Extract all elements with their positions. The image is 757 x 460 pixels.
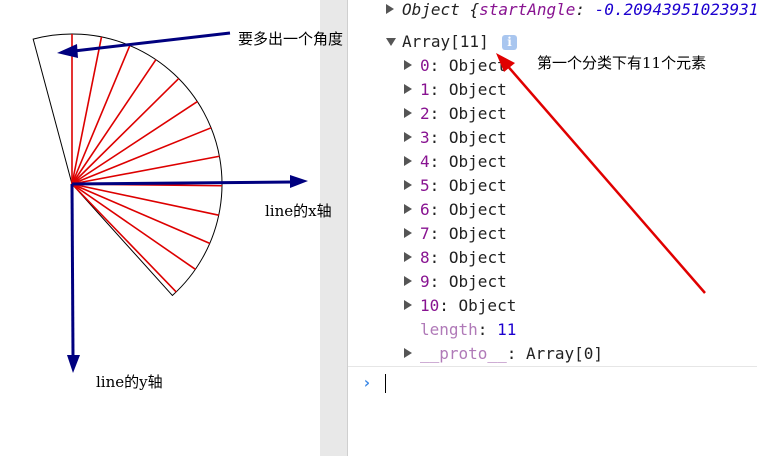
collapse-triangle-icon[interactable] xyxy=(386,38,396,46)
object-preview: Object {startAngle: -0.20943951023931 xyxy=(402,0,757,22)
item-value: Object xyxy=(448,104,507,123)
item-sep: : xyxy=(429,104,449,123)
proto-value: Array[0] xyxy=(525,344,604,363)
item-value: Object xyxy=(448,176,507,195)
object-open-brace: { xyxy=(469,0,480,19)
item-sep: : xyxy=(429,224,449,243)
expand-triangle-icon[interactable] xyxy=(404,132,412,142)
item-value: Object xyxy=(448,272,507,291)
spoke-line xyxy=(71,100,198,185)
expand-triangle-icon[interactable] xyxy=(386,4,394,14)
length-value: 11 xyxy=(497,320,517,339)
item-sep: : xyxy=(429,200,449,219)
expand-triangle-icon[interactable] xyxy=(404,60,412,70)
sector-diagram xyxy=(32,33,308,373)
pane-splitter[interactable] xyxy=(320,0,347,456)
item-index: 7 xyxy=(420,224,430,243)
item-sep: : xyxy=(439,296,459,315)
item-sep: : xyxy=(429,80,449,99)
spoke-line xyxy=(71,183,196,270)
x-axis-arrowhead xyxy=(290,175,308,188)
proto-sep: : xyxy=(506,344,526,363)
item-value: Object xyxy=(448,248,507,267)
object-value: -0.20943951023931 xyxy=(594,0,757,19)
annotation-y-axis: line的y轴 xyxy=(96,373,163,391)
console-input[interactable]: › xyxy=(348,366,757,457)
expand-triangle-icon[interactable] xyxy=(404,252,412,262)
expand-triangle-icon[interactable] xyxy=(404,204,412,214)
spoke-line xyxy=(71,127,212,185)
expand-triangle-icon[interactable] xyxy=(404,108,412,118)
expand-triangle-icon[interactable] xyxy=(404,300,412,310)
item-index: 4 xyxy=(420,152,430,171)
object-key: startAngle xyxy=(479,0,576,19)
item-sep: : xyxy=(429,248,449,267)
item-value: Object xyxy=(458,296,517,315)
item-value: Object xyxy=(448,152,507,171)
item-value: Object xyxy=(448,56,507,75)
spoke-line xyxy=(71,77,180,185)
item-sep: : xyxy=(429,56,449,75)
item-index: 9 xyxy=(420,272,430,291)
item-index: 5 xyxy=(420,176,430,195)
spoke-line xyxy=(71,36,103,185)
item-value: Object xyxy=(448,200,507,219)
expand-triangle-icon[interactable] xyxy=(404,348,412,358)
expand-triangle-icon[interactable] xyxy=(404,276,412,286)
item-index: 3 xyxy=(420,128,430,147)
spoke-line xyxy=(71,59,157,185)
item-sep: : xyxy=(429,272,449,291)
item-value: Object xyxy=(448,80,507,99)
expand-triangle-icon[interactable] xyxy=(404,156,412,166)
pane-divider xyxy=(347,0,348,456)
object-colon: : xyxy=(575,0,595,19)
expand-triangle-icon[interactable] xyxy=(404,180,412,190)
spoke-line xyxy=(71,183,219,216)
y-axis-line xyxy=(70,183,75,357)
item-index: 2 xyxy=(420,104,430,123)
item-index: 8 xyxy=(420,248,430,267)
annotation-extra-angle: 要多出一个角度 xyxy=(238,30,344,48)
sector-outline xyxy=(32,33,223,297)
expand-triangle-icon[interactable] xyxy=(404,84,412,94)
length-sep: : xyxy=(477,320,498,339)
length-key: length xyxy=(420,320,478,339)
item-index: 6 xyxy=(420,200,430,219)
spoke-line xyxy=(71,183,211,245)
item-index: 0 xyxy=(420,56,430,75)
spoke-line xyxy=(71,155,220,185)
text-caret xyxy=(385,374,386,393)
object-prefix: Object xyxy=(402,0,470,19)
x-axis-line xyxy=(71,180,293,186)
annotation-eleven-elements: 第一个分类下有11个元素 xyxy=(537,54,707,72)
spoke-line xyxy=(71,45,131,185)
item-sep: : xyxy=(429,176,449,195)
canvas-area xyxy=(0,0,320,456)
item-value: Object xyxy=(448,224,507,243)
prompt-chevron-icon: › xyxy=(362,373,372,392)
annotation-x-axis: line的x轴 xyxy=(265,202,332,220)
item-value: Object xyxy=(448,128,507,147)
expand-triangle-icon[interactable] xyxy=(404,228,412,238)
y-axis-arrowhead xyxy=(67,355,80,373)
proto-key: __proto__ xyxy=(420,344,507,363)
item-index: 10 xyxy=(420,296,440,315)
item-index: 1 xyxy=(420,80,430,99)
item-sep: : xyxy=(429,128,449,147)
length-line: length: 11 xyxy=(420,318,516,342)
spoke-line xyxy=(71,183,177,293)
array-label: Array[11] xyxy=(402,32,489,51)
item-sep: : xyxy=(429,152,449,171)
info-icon[interactable]: i xyxy=(502,35,517,50)
